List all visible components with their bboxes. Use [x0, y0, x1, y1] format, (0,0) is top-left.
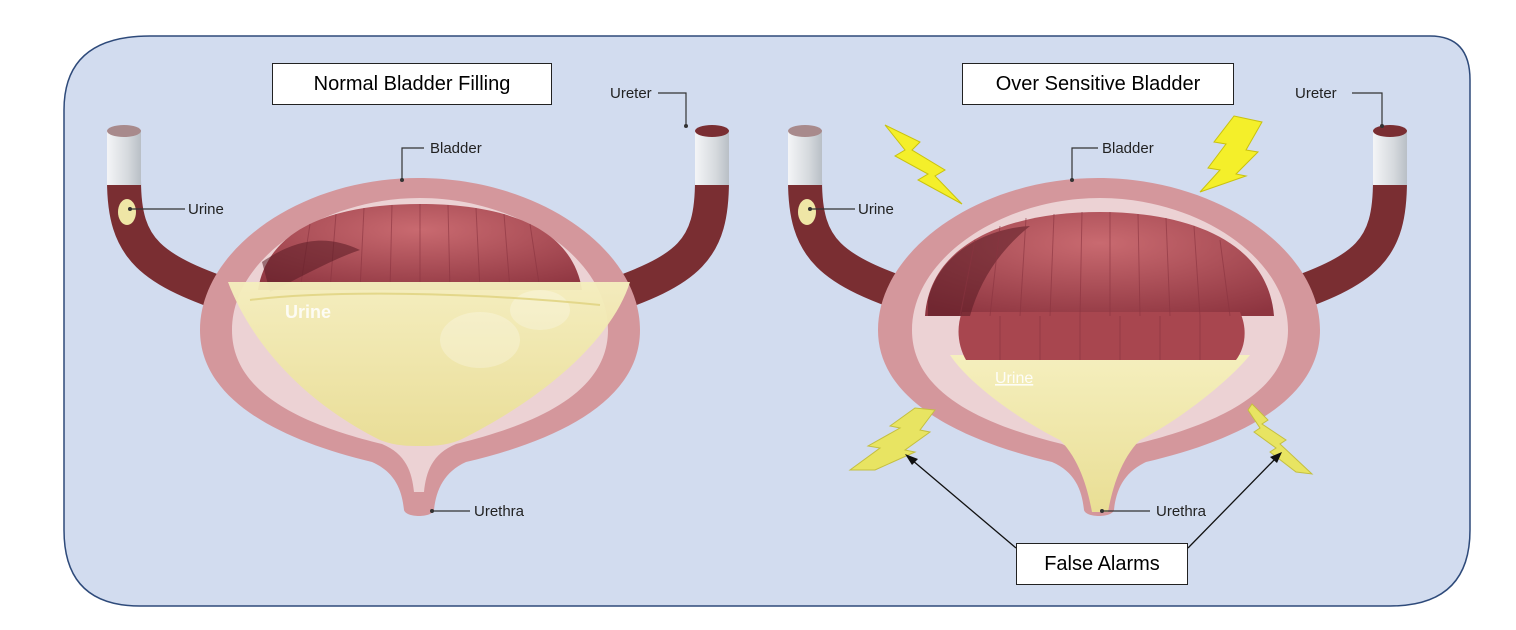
- lightning-bolt-icon: [884, 124, 963, 205]
- false-alarms-callout: False Alarms: [1016, 543, 1188, 585]
- over-sensitive-bladder-title: Over Sensitive Bladder: [962, 63, 1234, 105]
- left-ureter-cap-left-top: [107, 125, 141, 137]
- right-ureter-urine-drop: [798, 199, 816, 225]
- left-ureter-cap-right: [695, 130, 729, 185]
- left-ureter-cap-left: [107, 130, 141, 185]
- right-urine-fill: [950, 355, 1250, 512]
- left-bladder-label: Bladder: [430, 140, 482, 157]
- right-ureter-leader: [1352, 92, 1383, 126]
- lightning-bolt-icon: [1199, 115, 1263, 193]
- left-muscle-shadow: [262, 240, 360, 292]
- left-urine-inside-label: Urine: [285, 302, 331, 322]
- right-muscle-dome-lower: [958, 312, 1245, 360]
- false-alarm-arrow-left: [911, 459, 1017, 549]
- lightning-bolt-icon: [1247, 403, 1314, 475]
- right-ureter-cap-left-top: [788, 125, 822, 137]
- left-bladder: Urine Ureter Bladder Urine Urethra: [107, 85, 729, 520]
- arrow-head-icon: [905, 454, 918, 465]
- left-ureter-cap-right-top: [695, 125, 729, 137]
- false-alarm-arrow-right: [1187, 457, 1277, 549]
- arrow-head-icon: [1270, 452, 1282, 463]
- left-urine-highlight-2: [510, 290, 570, 330]
- right-muscle-striations: [959, 211, 1231, 360]
- left-urethra-label: Urethra: [474, 503, 525, 520]
- left-muscle-striations: [299, 204, 541, 291]
- right-bladder-leader: [1071, 147, 1098, 180]
- left-urine-surface: [249, 292, 601, 306]
- left-urine-highlight: [440, 312, 520, 368]
- right-bladder: Urine Ureter Bladder Urine Urethra: [788, 85, 1407, 549]
- right-ureter-label: Ureter: [1295, 85, 1337, 102]
- right-ureter-cap-right-top: [1373, 125, 1407, 137]
- right-urethra-label: Urethra: [1156, 503, 1207, 520]
- left-ureter-label: Ureter: [610, 85, 652, 102]
- right-ureter-cap-left: [788, 130, 822, 185]
- right-muscle-shadow: [928, 226, 1030, 316]
- normal-bladder-title: Normal Bladder Filling: [272, 63, 552, 105]
- lightning-bolt-icon: [848, 407, 936, 471]
- left-urine-label: Urine: [188, 201, 224, 218]
- right-ureter-cap-right: [1373, 130, 1407, 185]
- left-bladder-leader: [401, 147, 424, 180]
- left-urine-fill: [228, 282, 630, 446]
- right-urine-label: Urine: [858, 201, 894, 218]
- left-ureter-leader: [658, 92, 687, 126]
- right-bladder-label: Bladder: [1102, 140, 1154, 157]
- left-ureter-urine-drop: [118, 199, 136, 225]
- right-urine-inside-label: Urine: [995, 370, 1033, 387]
